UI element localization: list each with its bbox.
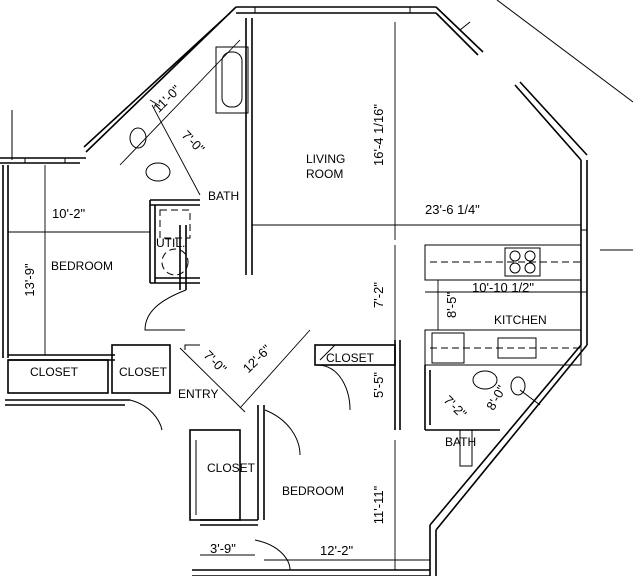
dim-bed-west-height: 13'-9" xyxy=(22,263,37,297)
room-label-bath-east: BATH xyxy=(445,435,476,449)
dim-entry-12-6: 12'-6" xyxy=(240,342,274,376)
interior-walls xyxy=(7,18,582,571)
dim-bath-7-2: 7'-2" xyxy=(441,392,470,421)
room-label-bath-north: BATH xyxy=(208,189,239,203)
room-label-closet-west-long: CLOSET xyxy=(30,365,79,379)
room-label-entry: ENTRY xyxy=(178,387,218,401)
dim-bed-south-width: 12'-2" xyxy=(320,543,354,558)
room-label-utility: UTIL. xyxy=(156,236,185,250)
dim-bed-west-width: 10'-2" xyxy=(52,206,86,221)
room-label-closet-center: CLOSET xyxy=(326,351,375,365)
room-label-living-2: ROOM xyxy=(306,167,343,181)
dim-kitchen-height: 8'-5" xyxy=(444,292,459,318)
room-label-closet-south: CLOSET xyxy=(207,461,256,475)
dimension-lines xyxy=(8,22,581,570)
dim-living-width: 23'-6 1/4" xyxy=(425,202,480,217)
dim-diag-11-0: 11'-0" xyxy=(150,82,184,116)
dim-closet-3-9: 3'-9" xyxy=(210,541,236,556)
dim-closet-5-5: 5'-5" xyxy=(371,372,386,398)
dim-diag-7-0-north: 7'-0" xyxy=(179,127,208,156)
dim-living-lower: 7'-2" xyxy=(371,282,386,308)
dim-kitchen-width: 10'-10 1/2" xyxy=(472,280,534,295)
dim-bed-south-height: 11'-11" xyxy=(371,485,386,524)
dim-bath-8-0: 8'-0" xyxy=(483,382,509,412)
room-label-bedroom-south: BEDROOM xyxy=(282,484,344,498)
dim-living-height: 16'-4 1/16" xyxy=(371,104,386,166)
room-label-closet-west-small: CLOSET xyxy=(119,365,168,379)
room-label-living-1: LIVING xyxy=(306,152,345,166)
room-label-kitchen: KITCHEN xyxy=(494,313,547,327)
room-label-bedroom-west: BEDROOM xyxy=(51,259,113,273)
